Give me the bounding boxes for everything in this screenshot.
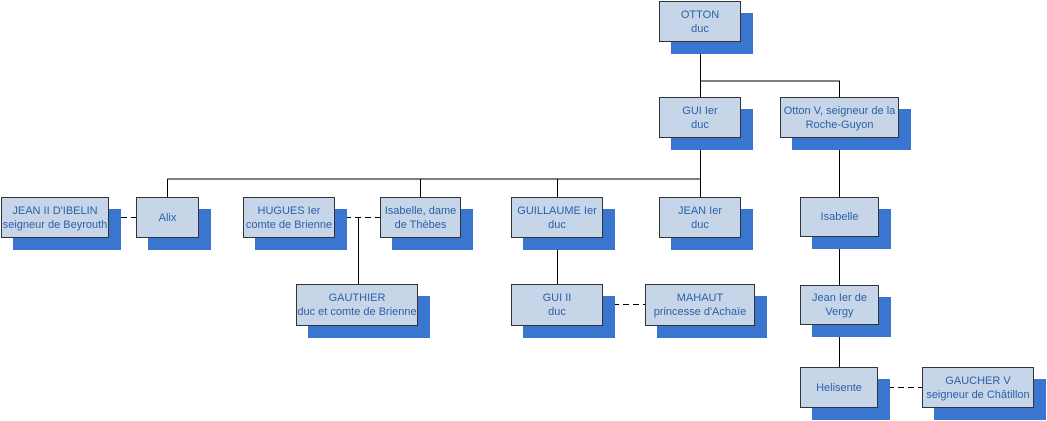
node-title: de Thèbes	[394, 218, 447, 231]
node-box: HUGUES Ier comte de Brienne	[243, 197, 335, 238]
node-jean-vergy: Jean Ier de Vergy	[800, 285, 891, 337]
node-gui2: GUI II duc	[511, 284, 615, 338]
node-jean2-ibelin: JEAN II D'IBELIN seigneur de Beyrouth	[1, 197, 121, 250]
node-guillaume: GUILLAUME Ier duc	[511, 197, 615, 250]
node-otton: OTTON duc	[659, 1, 753, 54]
node-name: Jean Ier de	[811, 292, 868, 304]
node-box: GUI Ier duc	[659, 97, 741, 138]
node-otton5: Otton V, seigneur de la Roche-Guyon	[780, 97, 911, 150]
node-title: seigneur de Châtillon	[926, 388, 1030, 401]
node-name: JEAN II D'IBELIN	[12, 204, 98, 217]
node-name: GUI II	[542, 292, 572, 304]
node-name: JEAN Ier	[677, 204, 722, 217]
node-box: OTTON duc	[659, 1, 741, 42]
node-name: HUGUES Ier	[257, 204, 321, 217]
node-box: JEAN Ier duc	[659, 197, 741, 238]
node-name: Isabelle	[820, 211, 859, 223]
node-box: Helisente	[800, 367, 878, 408]
node-box: Jean Ier de Vergy	[800, 285, 879, 325]
node-isabelle: Isabelle	[800, 197, 891, 249]
node-jean1: JEAN Ier duc	[659, 197, 753, 250]
node-name: MAHAUT	[676, 292, 724, 304]
node-name: GAUTHIER	[328, 292, 386, 304]
node-name: Helisente	[816, 381, 862, 394]
node-title: duc	[548, 218, 566, 231]
node-box: Isabelle	[800, 197, 879, 237]
node-title: seigneur de Beyrouth	[2, 218, 108, 231]
node-title: duc	[548, 306, 566, 318]
node-isabelle-thebes: Isabelle, dame de Thèbes	[380, 197, 473, 250]
node-name: GUI Ier	[682, 104, 718, 117]
node-title: duc	[691, 118, 709, 131]
node-name: OTTON	[680, 8, 720, 21]
node-title: duc	[691, 218, 709, 231]
node-title: duc	[691, 22, 709, 35]
node-box: GUI II duc	[511, 284, 603, 326]
node-box: Isabelle, dame de Thèbes	[380, 197, 461, 238]
node-title: Vergy	[825, 306, 854, 318]
connector-otton-otton5	[700, 80, 840, 97]
node-box: GAUTHIER duc et comte de Brienne	[296, 284, 418, 326]
node-hugues: HUGUES Ier comte de Brienne	[243, 197, 347, 250]
node-title: princesse d'Achaïe	[653, 306, 747, 318]
node-name: GAUCHER V	[945, 374, 1011, 387]
node-alix: Alix	[136, 197, 211, 250]
node-name: Isabelle, dame	[384, 204, 457, 217]
node-gaucher: GAUCHER V seigneur de Châtillon	[922, 367, 1046, 420]
node-box: GAUCHER V seigneur de Châtillon	[922, 367, 1034, 408]
node-title: comte de Brienne	[245, 218, 333, 231]
node-name: Otton V, seigneur de la	[783, 104, 896, 117]
node-box: Otton V, seigneur de la Roche-Guyon	[780, 97, 899, 138]
node-gauthier: GAUTHIER duc et comte de Brienne	[296, 284, 430, 338]
node-title: Roche-Guyon	[805, 118, 874, 131]
node-box: Alix	[136, 197, 199, 238]
node-name: Alix	[158, 211, 177, 224]
node-mahaut: MAHAUT princesse d'Achaïe	[645, 284, 767, 338]
node-title: duc et comte de Brienne	[297, 306, 417, 318]
node-box: GUILLAUME Ier duc	[511, 197, 603, 238]
node-name: GUILLAUME Ier	[517, 204, 597, 217]
node-helisente: Helisente	[800, 367, 890, 420]
node-box: MAHAUT princesse d'Achaïe	[645, 284, 755, 326]
node-gui1: GUI Ier duc	[659, 97, 753, 150]
node-box: JEAN II D'IBELIN seigneur de Beyrouth	[1, 197, 109, 238]
